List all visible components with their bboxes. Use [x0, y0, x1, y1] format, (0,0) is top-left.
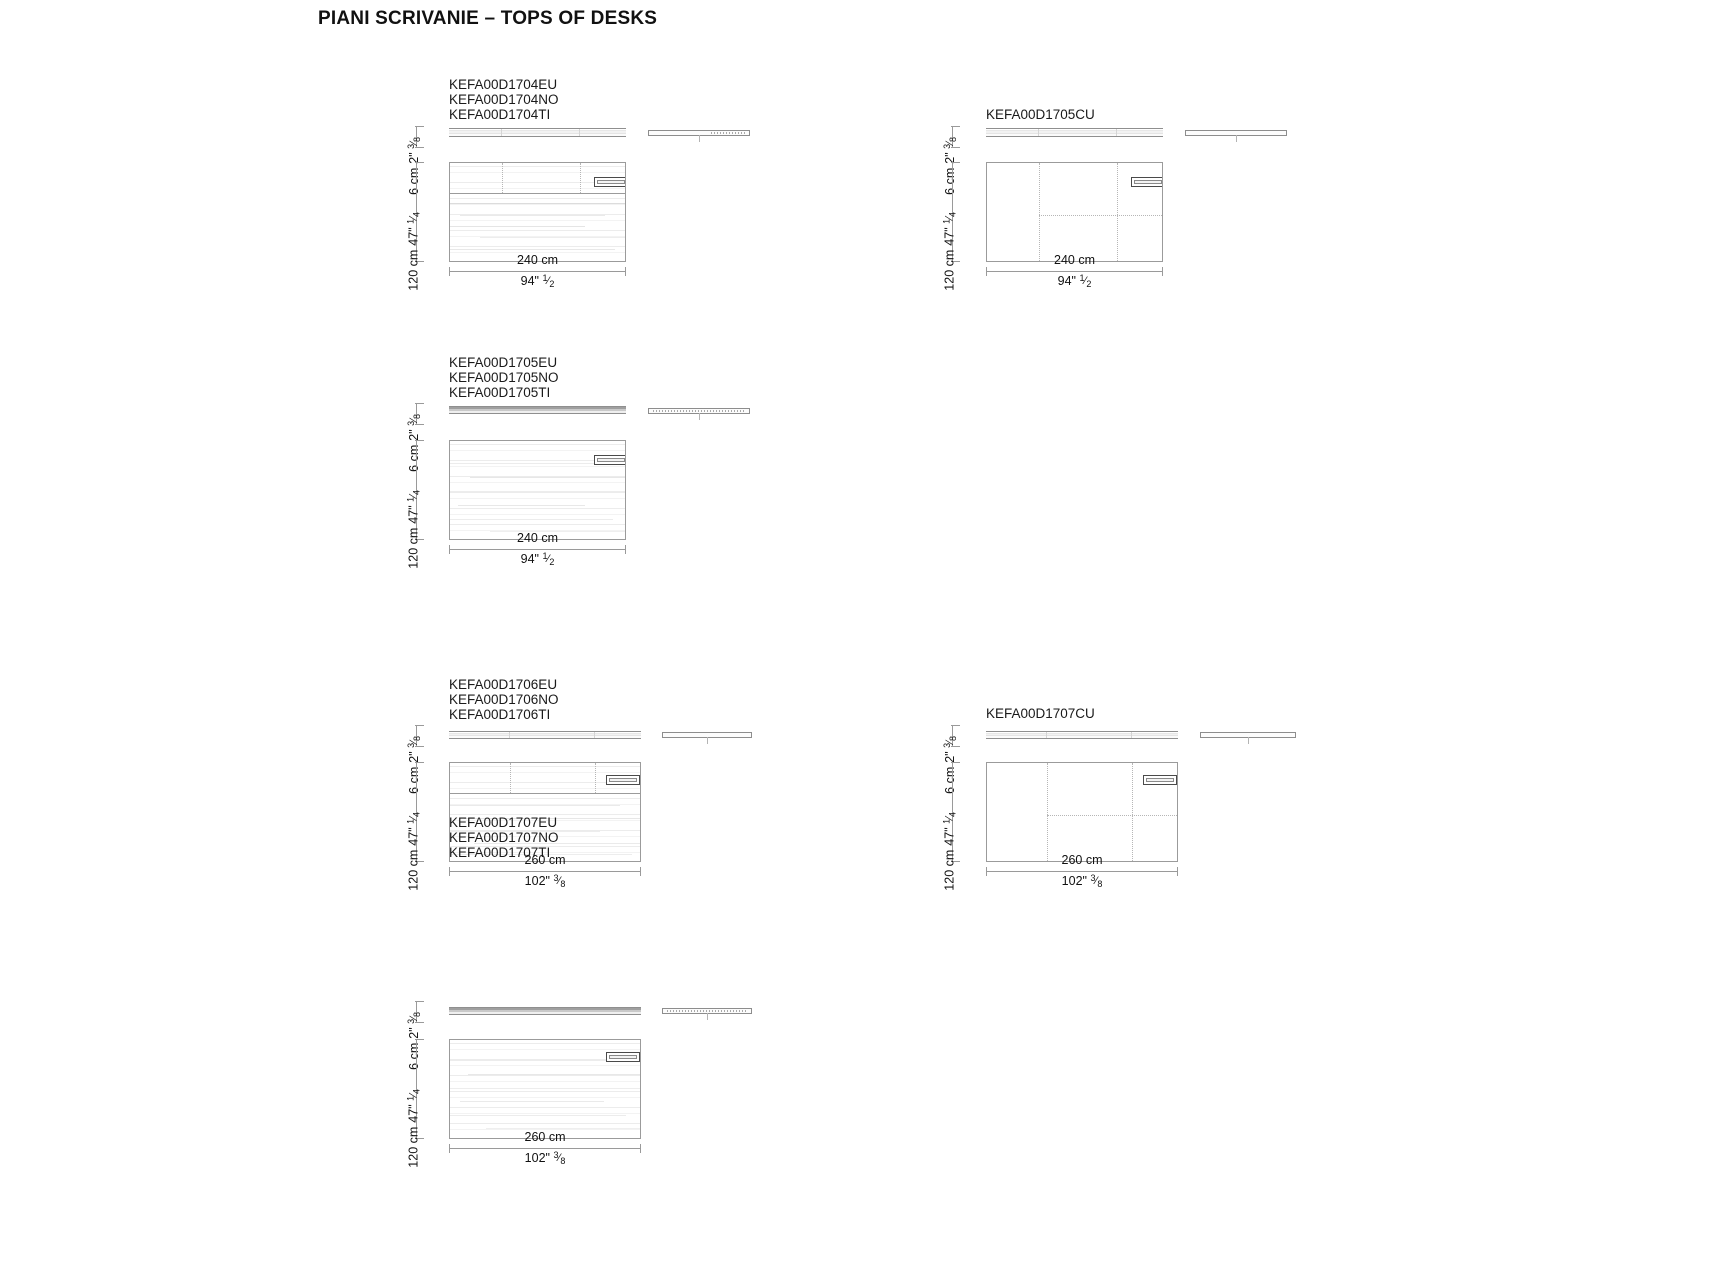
depth-cm-label: 120 cm: [943, 849, 957, 891]
side-elevation: [662, 732, 752, 744]
product-code: KEFA00D1704TI: [449, 107, 551, 123]
front-elevation: [986, 128, 1163, 137]
side-elevation: [662, 1008, 752, 1020]
depth-inch-label: 47" 1⁄4: [406, 490, 422, 524]
depth-inch-label: 47" 1⁄4: [942, 812, 958, 846]
product-code: KEFA00D1705EU: [449, 355, 558, 370]
side-elevation: [1185, 130, 1287, 142]
width-cm-label: 260 cm: [1061, 853, 1103, 867]
cable-grommet: [1143, 775, 1177, 785]
cable-grommet: [606, 775, 640, 785]
product-code: KEFA00D1705TI: [449, 385, 551, 401]
thickness-cm-label: 6 cm: [943, 766, 957, 794]
plan-view: [449, 440, 626, 540]
page-title: PIANI SCRIVANIE – TOPS OF DESKS: [318, 8, 658, 29]
product-codes: KEFA00D1707CU: [986, 706, 1095, 721]
product-codes: KEFA00D1706EU KEFA00D1706NO KEFA00D1706T…: [449, 677, 559, 723]
depth-inch-label: 47" 1⁄4: [406, 812, 422, 846]
product-code: KEFA00D1706TI: [449, 707, 551, 723]
width-cm-label: 240 cm: [517, 531, 558, 545]
product-codes: KEFA00D1707EU KEFA00D1707NO KEFA00D1707T…: [449, 815, 559, 861]
front-elevation: [449, 406, 626, 414]
product-codes: KEFA00D1705CU: [986, 107, 1095, 122]
depth-cm-label: 120 cm: [407, 527, 421, 569]
product-code: KEFA00D1705NO: [449, 370, 559, 386]
side-elevation: [1200, 732, 1296, 744]
cable-grommet: [594, 177, 625, 187]
depth-cm-label: 120 cm: [943, 249, 957, 291]
width-cm-label: 240 cm: [517, 253, 558, 267]
depth-cm-label: 120 cm: [407, 1126, 421, 1168]
thickness-inch-label: 2" 3⁄8: [942, 137, 958, 164]
product-codes: KEFA00D1704EU KEFA00D1704NO KEFA00D1704T…: [449, 77, 559, 123]
thickness-cm-label: 6 cm: [407, 1042, 421, 1070]
thickness-cm-label: 6 cm: [407, 167, 421, 195]
front-elevation: [449, 128, 626, 137]
plan-view: [986, 762, 1178, 862]
plan-view: [449, 762, 641, 862]
depth-cm-label: 120 cm: [407, 249, 421, 291]
product-code: KEFA00D1707NO: [449, 830, 559, 846]
side-elevation: [648, 130, 750, 142]
depth-inch-label: 47" 1⁄4: [406, 212, 422, 246]
product-code: KEFA00D1704NO: [449, 92, 559, 108]
thickness-inch-label: 2" 3⁄8: [406, 414, 422, 441]
front-elevation: [449, 731, 641, 739]
width-inch-label: 94" 1⁄2: [520, 273, 555, 289]
width-inch-label: 94" 1⁄2: [1057, 273, 1092, 289]
depth-inch-label: 47" 1⁄4: [942, 212, 958, 246]
product-code: KEFA00D1704EU: [449, 77, 558, 92]
product-code: KEFA00D1707EU: [449, 815, 558, 830]
thickness-inch-label: 2" 3⁄8: [406, 1012, 422, 1039]
product-code: KEFA00D1705CU: [986, 107, 1095, 122]
front-elevation: [986, 731, 1178, 739]
width-cm-label: 260 cm: [524, 1130, 566, 1144]
product-codes: KEFA00D1705EU KEFA00D1705NO KEFA00D1705T…: [449, 355, 559, 401]
cable-grommet: [606, 1052, 640, 1062]
width-inch-label: 94" 1⁄2: [520, 551, 555, 567]
thickness-inch-label: 2" 3⁄8: [406, 736, 422, 763]
width-inch-label: 102" 3⁄8: [1061, 873, 1103, 889]
depth-cm-label: 120 cm: [407, 849, 421, 891]
plan-view: [986, 162, 1163, 262]
width-inch-label: 102" 3⁄8: [524, 873, 566, 889]
thickness-cm-label: 6 cm: [407, 766, 421, 794]
product-code: KEFA00D1707CU: [986, 706, 1095, 721]
thickness-cm-label: 6 cm: [407, 444, 421, 472]
cable-grommet: [1131, 177, 1162, 187]
plan-view: [449, 162, 626, 262]
width-cm-label: 260 cm: [524, 853, 566, 867]
width-cm-label: 240 cm: [1054, 253, 1095, 267]
front-elevation: [449, 1007, 641, 1015]
thickness-cm-label: 6 cm: [943, 167, 957, 195]
thickness-inch-label: 2" 3⁄8: [942, 736, 958, 763]
cable-grommet: [594, 455, 625, 465]
product-code: KEFA00D1706NO: [449, 692, 559, 708]
width-inch-label: 102" 3⁄8: [524, 1150, 566, 1166]
plan-view: [449, 1039, 641, 1139]
product-code: KEFA00D1707TI: [449, 845, 551, 861]
thickness-inch-label: 2" 3⁄8: [406, 137, 422, 164]
side-elevation: [648, 408, 750, 420]
depth-inch-label: 47" 1⁄4: [406, 1089, 422, 1123]
product-code: KEFA00D1706EU: [449, 677, 558, 692]
